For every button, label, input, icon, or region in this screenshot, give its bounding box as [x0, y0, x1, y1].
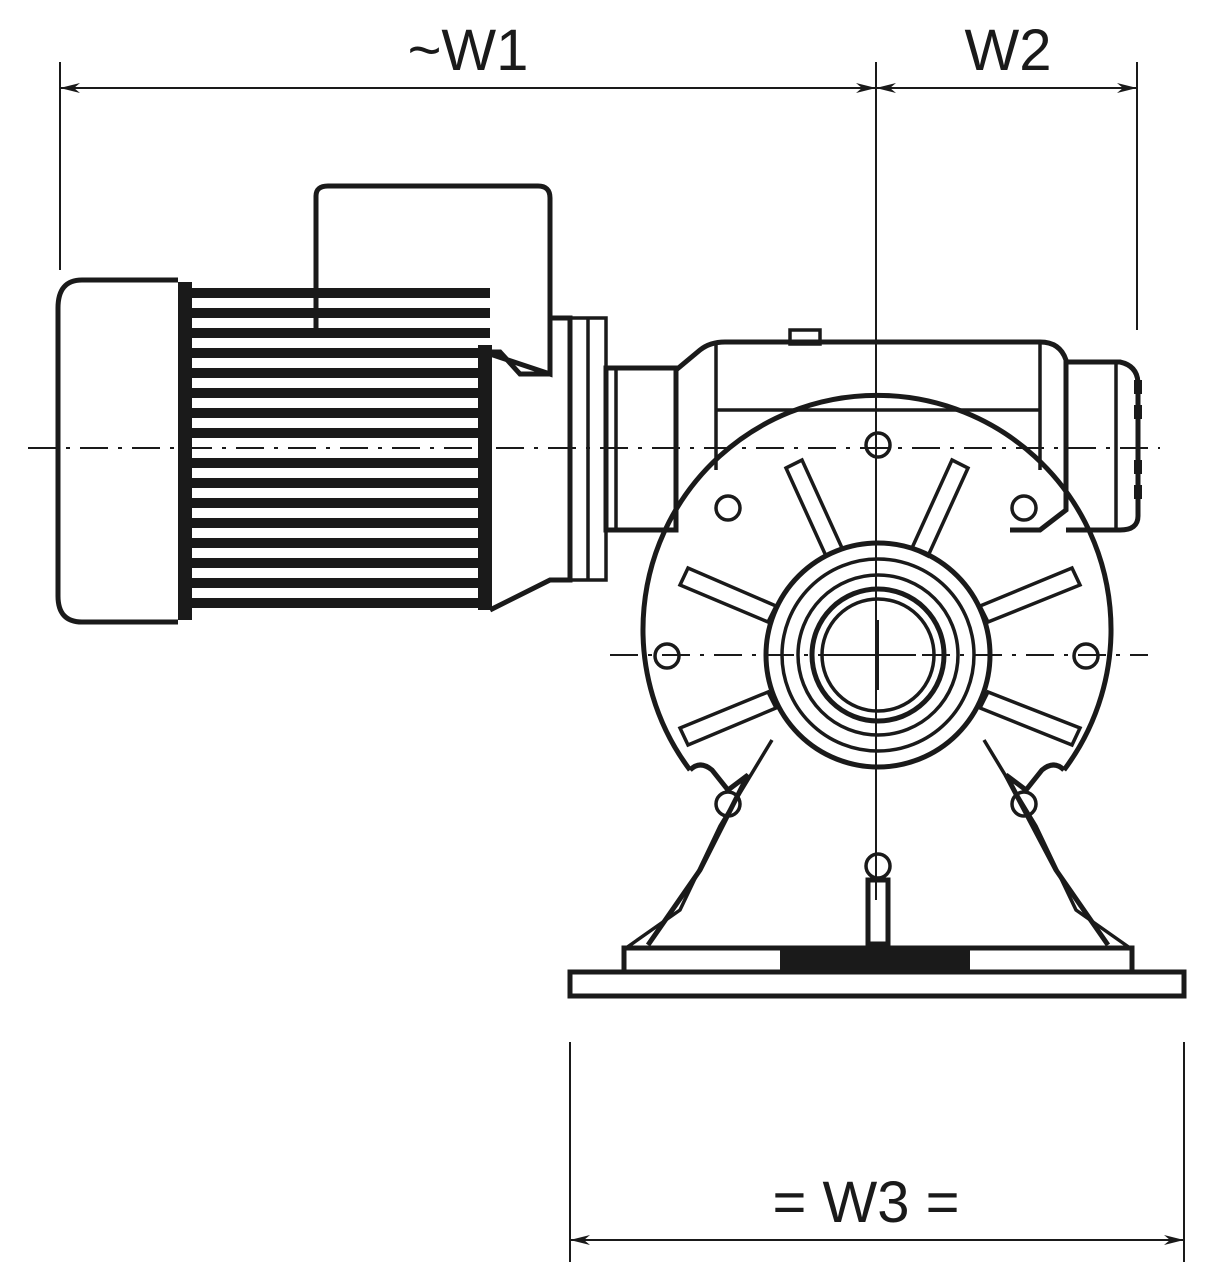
flange-outline [640, 392, 1114, 772]
right-support [1003, 762, 1111, 947]
dimension-w3: = W3 = [569, 1042, 1185, 1262]
worm-end-cap [1066, 359, 1141, 533]
dimension-w2: W2 [876, 18, 1138, 330]
worm-housing [674, 328, 1142, 533]
left-support [645, 762, 751, 947]
gear-base [567, 739, 1187, 999]
w1-label: ~W1 [408, 18, 529, 83]
bolt-holes [653, 431, 1100, 880]
gear-flange [640, 392, 1114, 880]
dimension-w1: ~W1 [59, 18, 876, 270]
w3-label: = W3 = [773, 1170, 960, 1235]
drain-plug [865, 877, 891, 947]
terminal-box [313, 183, 553, 377]
coupling-housing [603, 365, 679, 533]
breather-plug [788, 328, 822, 346]
output-hub [763, 540, 993, 770]
fan-cover [55, 277, 178, 625]
adapter [603, 365, 679, 533]
electric-motor [55, 183, 608, 625]
base-plate [567, 969, 1187, 999]
w2-label: W2 [965, 18, 1052, 83]
motor-fins [178, 282, 492, 620]
end-shield [488, 315, 573, 613]
